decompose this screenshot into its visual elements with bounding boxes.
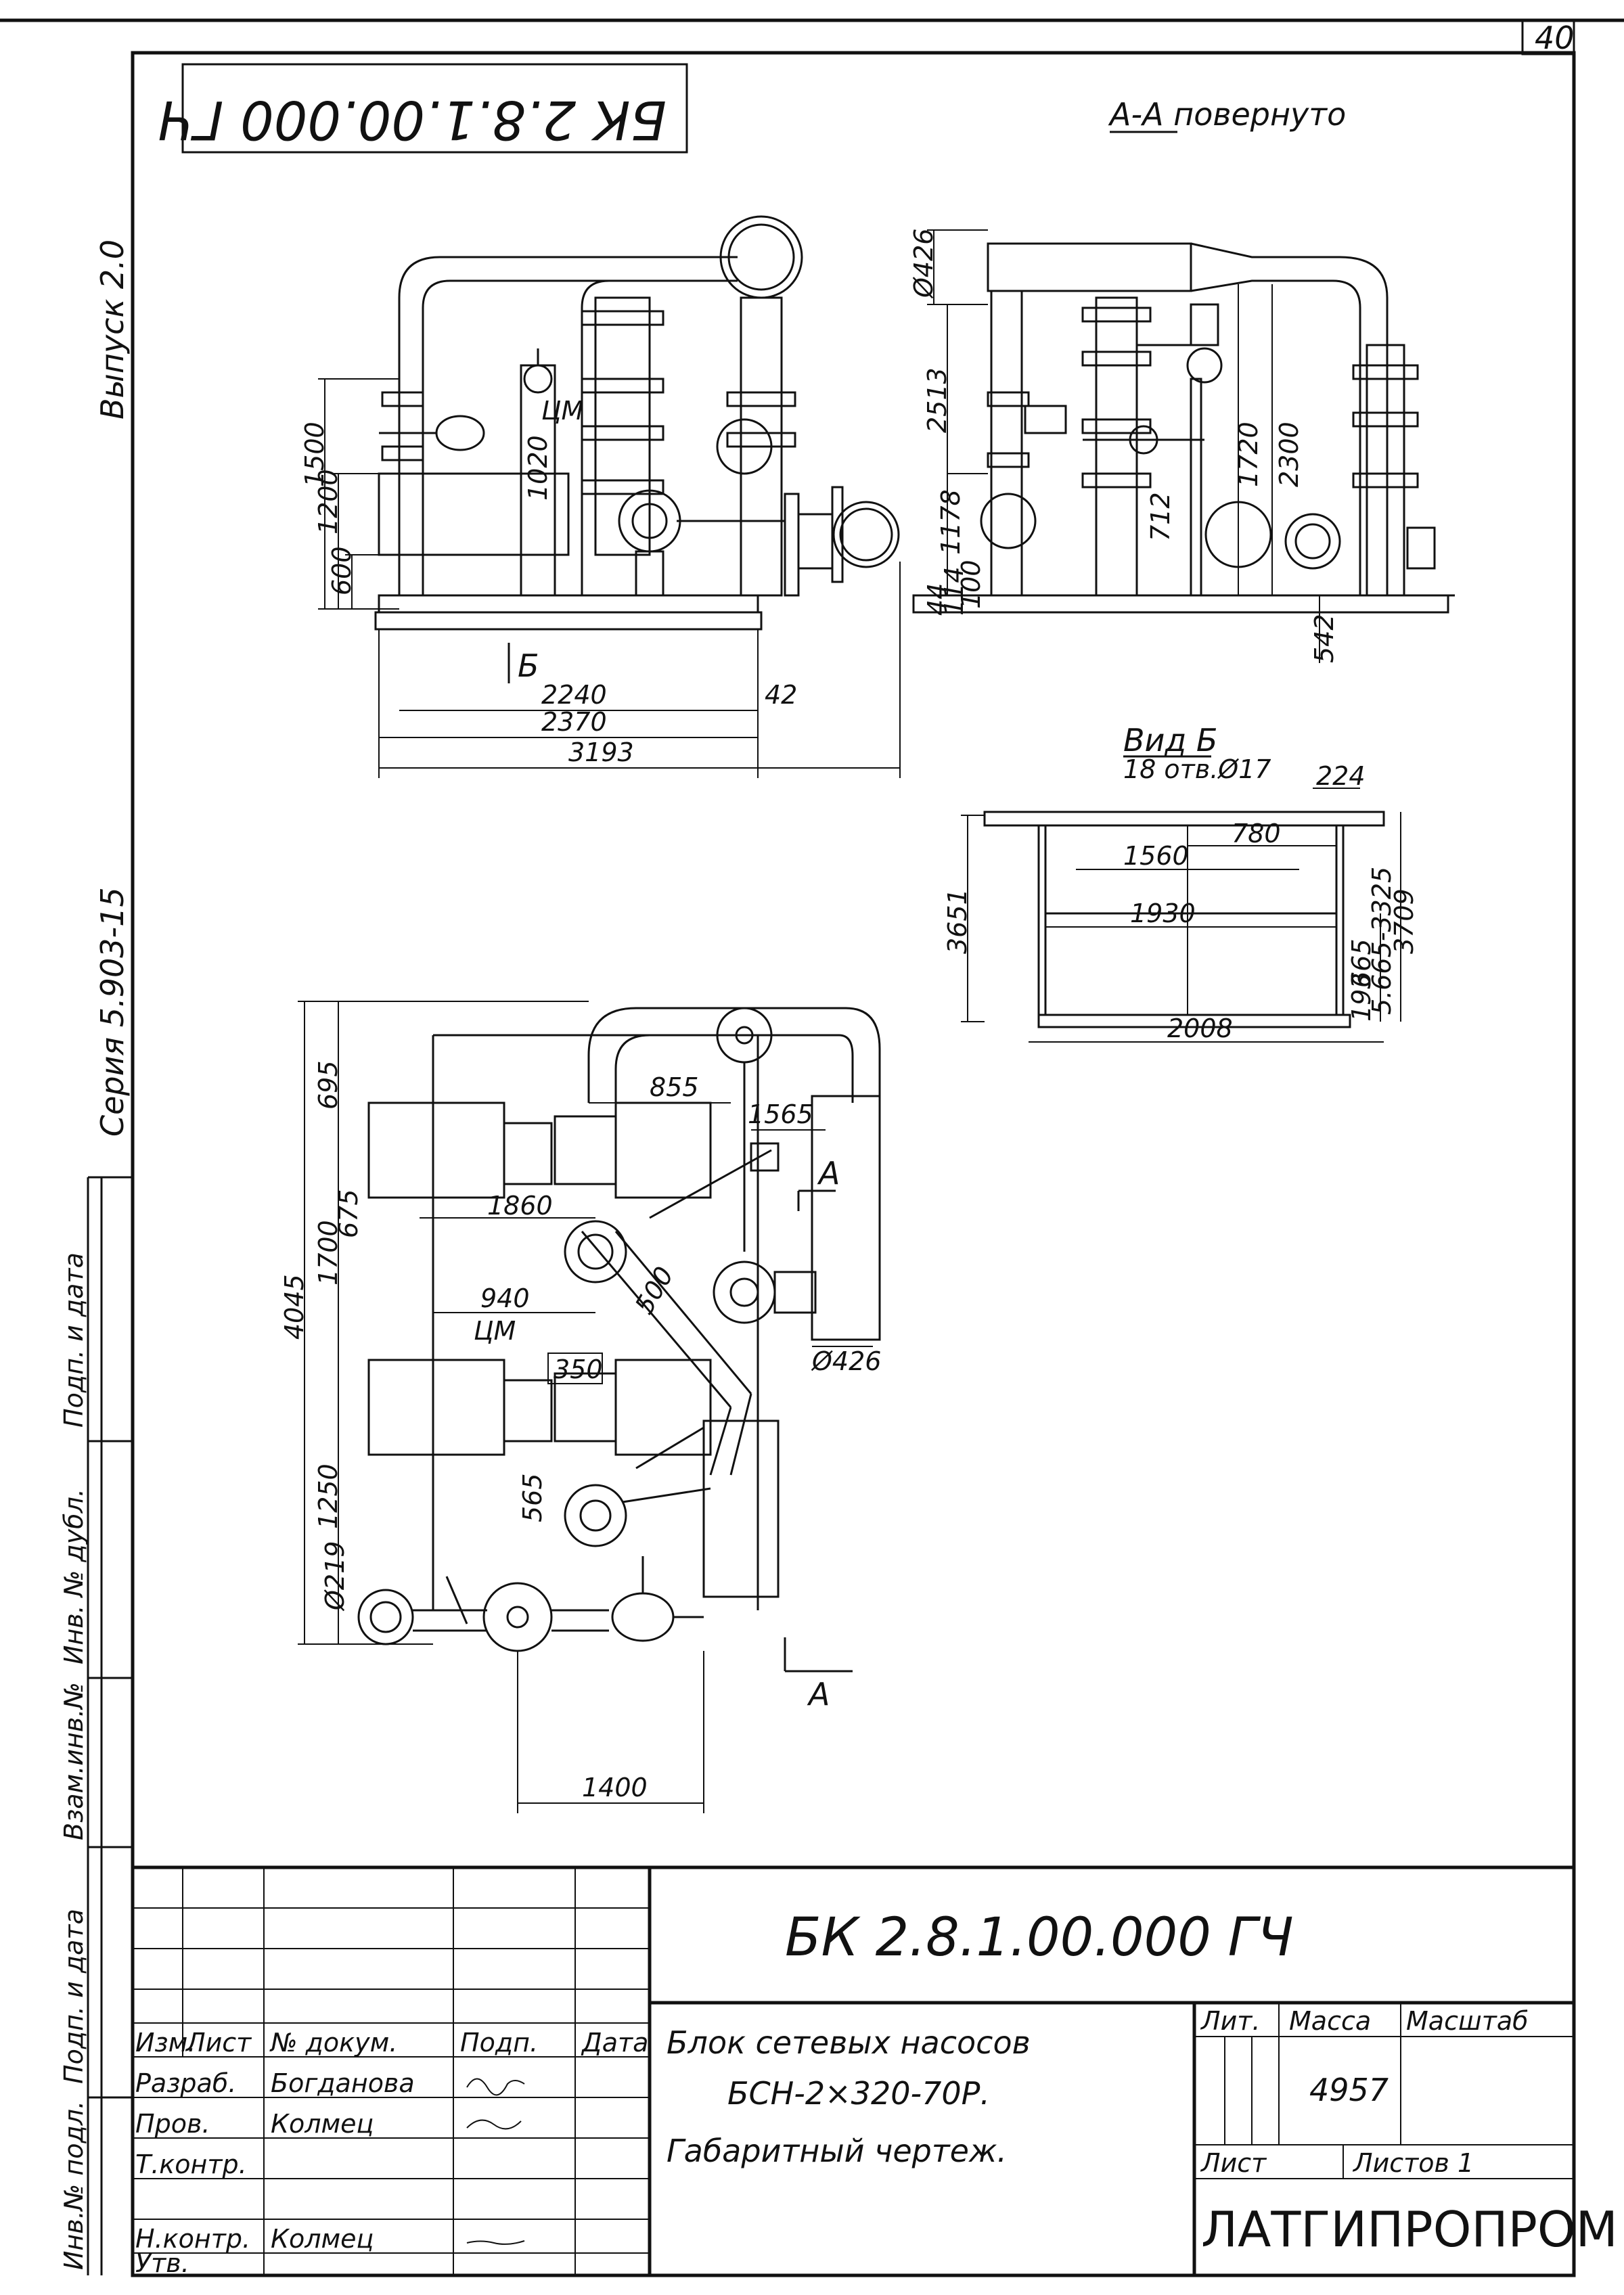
tb-role-nkontr: Н.контр. bbox=[135, 2224, 250, 2254]
tb-sheet-label: Лист bbox=[1200, 2148, 1267, 2178]
plan-dim-426: Ø426 bbox=[811, 1346, 881, 1376]
tb-name-nkontr: Колмец bbox=[271, 2224, 374, 2254]
viewb-dim-5665: 5.665-3325 bbox=[1367, 867, 1397, 1015]
seria-label: Серия 5.903-15 bbox=[94, 887, 131, 1137]
margin-col-inv-dubl: Инв. № дубл. bbox=[59, 1489, 89, 1664]
plan-dim-500: 500 bbox=[629, 1262, 679, 1319]
viewb-dim-224: 224 bbox=[1316, 761, 1366, 791]
margin-col-podp1: Подп. и дата bbox=[59, 1252, 89, 1428]
section-title: А-А повернуто bbox=[1108, 96, 1346, 133]
signature-nkontr bbox=[466, 2240, 525, 2245]
dim-1500: 1500 bbox=[300, 422, 330, 487]
left-margin-strip: Выпуск 2.0 Серия 5.903-15 Подп. и дата И… bbox=[59, 240, 133, 2275]
tb-role-utv: Утв. bbox=[135, 2248, 189, 2278]
plan-dim-1860: 1860 bbox=[487, 1191, 553, 1221]
vypusk-label: Выпуск 2.0 bbox=[94, 240, 131, 419]
plan-view: 4045 695 1700 1250 675 Ø219 565 855 1565… bbox=[279, 1001, 881, 1813]
tb-title-line1: Блок сетевых насосов bbox=[667, 2024, 1031, 2061]
view-b-subtitle: 18 отв.Ø17 bbox=[1123, 754, 1271, 784]
section-a-a-view: Ø426 2513 1178 100 44 114 712 1720 2300 … bbox=[909, 229, 1455, 663]
plan-cm-label: ЦМ bbox=[474, 1316, 516, 1346]
plan-dim-1565: 1565 bbox=[748, 1099, 813, 1129]
tb-mass-label: Масса bbox=[1289, 2006, 1371, 2036]
viewb-dim-3651: 3651 bbox=[943, 888, 972, 954]
plan-dim-4045: 4045 bbox=[279, 1274, 309, 1340]
tb-col-podp: Подп. bbox=[460, 2028, 538, 2058]
signature-prov bbox=[466, 2119, 522, 2130]
margin-col-vzam: Взам.инв.№ bbox=[59, 1682, 89, 1840]
view-b-marker: Б bbox=[518, 647, 539, 684]
title-block: Изм. Лист № докум. Подп. Дата Разраб. Бо… bbox=[131, 1865, 1618, 2278]
dim-600: 600 bbox=[327, 546, 357, 595]
dim-3193: 3193 bbox=[568, 737, 634, 767]
viewb-dim-780: 780 bbox=[1232, 819, 1281, 848]
plan-dim-695: 695 bbox=[313, 1060, 343, 1110]
tb-col-dokum: № докум. bbox=[269, 2028, 397, 2058]
plan-dim-1250: 1250 bbox=[313, 1463, 343, 1529]
sect-dim-1720: 1720 bbox=[1234, 422, 1263, 487]
sect-dim-2513: 2513 bbox=[922, 367, 952, 433]
plan-dim-1400: 1400 bbox=[582, 1773, 648, 1802]
dim-2240: 2240 bbox=[541, 680, 607, 710]
viewb-dim-193: 193 bbox=[1347, 972, 1376, 1022]
viewb-dim-1930: 1930 bbox=[1130, 899, 1196, 928]
viewb-dim-2008: 2008 bbox=[1167, 1014, 1233, 1043]
view-b-title: Вид Б bbox=[1123, 722, 1217, 758]
tb-name-prov: Колмец bbox=[271, 2109, 374, 2139]
plan-dim-855: 855 bbox=[650, 1072, 699, 1102]
front-cm-label: ЦМ bbox=[541, 396, 583, 426]
dim-2370: 2370 bbox=[541, 707, 607, 737]
sect-dim-1178: 1178 bbox=[936, 489, 966, 555]
tb-role-prov: Пров. bbox=[135, 2109, 210, 2139]
dim-42: 42 bbox=[765, 680, 797, 710]
code-stamp: БК 2.8.1.00.000 ГЧ bbox=[158, 63, 688, 154]
tb-col-list: Лист bbox=[185, 2028, 252, 2058]
viewb-dim-665: 665 bbox=[1347, 938, 1376, 988]
margin-col-podp2: Подп. и дата bbox=[59, 1909, 89, 2084]
plan-dim-219: Ø219 bbox=[320, 1541, 350, 1612]
section-title-text: А-А повернуто bbox=[1108, 96, 1346, 133]
sect-dim-100: 100 bbox=[956, 560, 986, 609]
tb-name-razrab: Богданова bbox=[271, 2068, 415, 2098]
tb-lit-label: Лит. bbox=[1200, 2006, 1261, 2036]
signature-razrab bbox=[466, 2078, 525, 2096]
tb-role-tkontr: Т.контр. bbox=[135, 2150, 247, 2179]
tb-organization: ЛАТГИПРОПРОМ bbox=[1201, 2201, 1618, 2258]
sect-dim-712: 712 bbox=[1146, 492, 1175, 541]
tb-title-line2: БСН-2×320-70Р. bbox=[727, 2075, 990, 2112]
dim-1020: 1020 bbox=[523, 435, 553, 501]
tb-title-line3: Габаритный чертеж. bbox=[667, 2133, 1007, 2169]
tb-sheets-label: Листов 1 bbox=[1352, 2148, 1474, 2178]
plan-dim-565: 565 bbox=[518, 1473, 547, 1522]
tb-col-izm: Изм. bbox=[135, 2028, 196, 2058]
plan-dim-940: 940 bbox=[480, 1283, 530, 1313]
margin-col-inv-podl: Инв.№ подл. bbox=[59, 2101, 89, 2270]
tb-scale-label: Масштаб bbox=[1406, 2006, 1529, 2036]
tb-mass-value: 4957 bbox=[1309, 2072, 1389, 2108]
viewb-dim-3709: 3709 bbox=[1389, 888, 1419, 954]
tb-col-data: Дата bbox=[581, 2028, 648, 2058]
dim-1200: 1200 bbox=[313, 469, 343, 535]
tb-doc-code: БК 2.8.1.00.000 ГЧ bbox=[785, 1907, 1294, 1968]
section-a-top-marker: А bbox=[817, 1155, 840, 1191]
front-view: 1500 1200 600 1020 ЦМ Б 2240 42 2370 319… bbox=[300, 215, 901, 778]
sheet-number: 40 bbox=[1535, 20, 1575, 56]
plan-dim-675: 675 bbox=[334, 1189, 363, 1238]
sect-dim-542: 542 bbox=[1309, 614, 1339, 663]
tb-role-razrab: Разраб. bbox=[135, 2068, 236, 2098]
sect-dim-114: 114 bbox=[939, 566, 969, 616]
plan-dim-1700: 1700 bbox=[313, 1220, 343, 1286]
stamp-code: БК 2.8.1.00.000 ГЧ bbox=[158, 89, 667, 150]
sect-dim-426: Ø426 bbox=[909, 229, 939, 299]
plan-dim-350: 350 bbox=[554, 1355, 603, 1384]
viewb-dim-1560: 1560 bbox=[1123, 841, 1189, 871]
sect-dim-2300: 2300 bbox=[1274, 422, 1304, 487]
sect-dim-44: 44 bbox=[922, 583, 952, 616]
view-b: Вид Б 18 отв.Ø17 3651 224 780 1560 1930 … bbox=[943, 722, 1419, 1043]
section-a-bottom-marker: А bbox=[807, 1676, 830, 1712]
